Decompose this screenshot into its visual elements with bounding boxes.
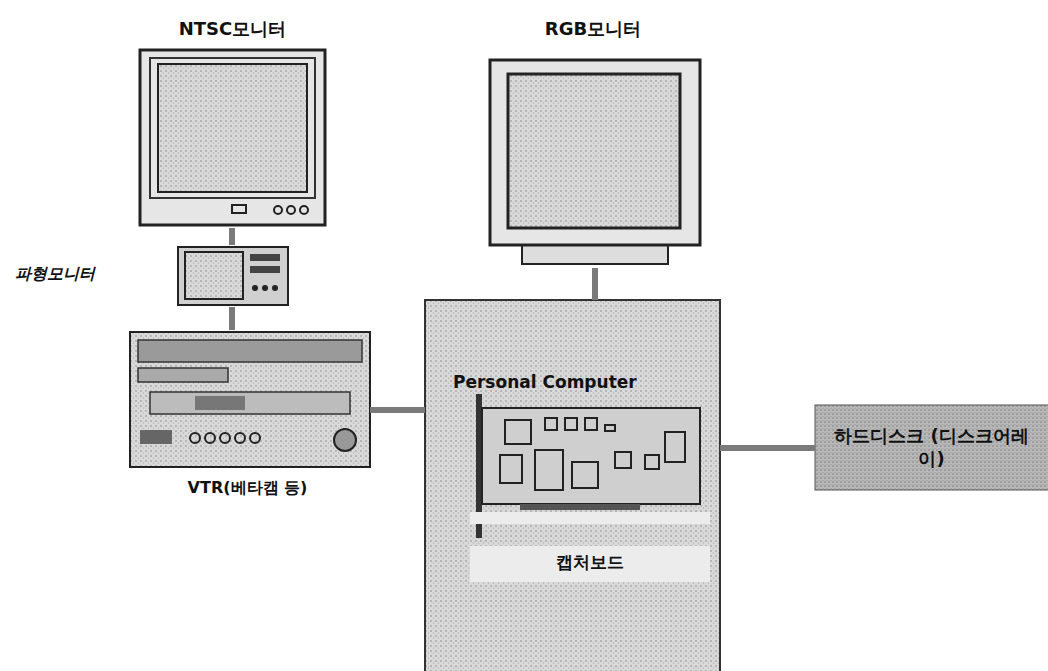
computer-node: Personal Computer 캡처보드 — [425, 300, 720, 671]
node-label: 캡처보드 — [470, 552, 710, 573]
node-label: RGB모니터 — [478, 18, 708, 41]
vtr-deck — [130, 332, 370, 467]
node-label: 하드디스크 (디스크어레이) — [823, 425, 1040, 470]
hard-disk-node: 하드디스크 (디스크어레이) — [815, 405, 1048, 490]
cable-connector — [720, 445, 815, 451]
node-label: Personal Computer — [453, 372, 703, 393]
rgb-monitor — [490, 60, 700, 264]
waveform-monitor — [178, 247, 288, 305]
computer-case — [425, 300, 720, 671]
node-label: 파형모니터 — [15, 264, 155, 284]
cable-connector — [592, 268, 598, 300]
hard-disk-box — [815, 405, 1048, 490]
rgb-monitor-node: RGB모니터 — [478, 18, 708, 268]
ntsc-monitor — [140, 50, 325, 225]
vtr-node: VTR(베타캠 등) — [125, 330, 370, 505]
node-label: NTSC모니터 — [135, 18, 330, 41]
node-label: VTR(베타캠 등) — [125, 478, 370, 498]
waveform-monitor-node: 파형모니터 — [15, 245, 295, 307]
capture-board — [470, 394, 710, 582]
cable-connector — [229, 228, 235, 245]
ntsc-monitor-node: NTSC모니터 — [135, 18, 330, 228]
cable-connector — [370, 407, 425, 413]
cable-connector — [229, 307, 235, 330]
